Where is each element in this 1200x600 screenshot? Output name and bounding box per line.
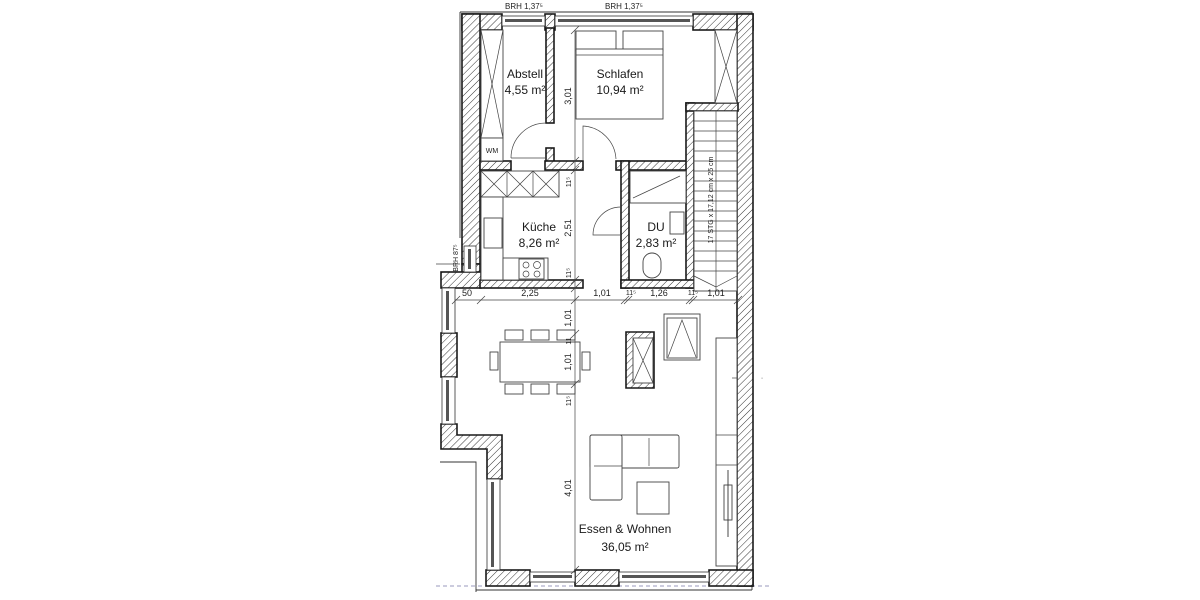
bathroom-fixtures bbox=[629, 170, 687, 279]
window-top-schlafen bbox=[554, 15, 694, 27]
dimension-lines: 50 2,25 1,01 11⁵ 1,26 11⁵ 1,01 3,01 11⁵ … bbox=[451, 25, 743, 575]
room-schlafen-name: Schlafen bbox=[597, 67, 644, 81]
wm-label: WM bbox=[486, 148, 499, 155]
dim-h-3: 11⁵ bbox=[626, 290, 636, 297]
dim-h-5: 11⁵ bbox=[688, 290, 698, 297]
room-abstell-area: 4,55 m² bbox=[505, 83, 546, 97]
furniture-wardrobes: WM bbox=[480, 29, 738, 162]
room-du-name: DU bbox=[647, 220, 664, 234]
dining-table bbox=[489, 329, 591, 395]
room-labels: Abstell 4,55 m² Schlafen 10,94 m² Küche … bbox=[505, 67, 677, 554]
doors bbox=[510, 122, 622, 236]
window-bottom-right bbox=[618, 571, 710, 583]
room-du-area: 2,83 m² bbox=[636, 236, 677, 250]
room-abstell-name: Abstell bbox=[507, 67, 543, 81]
dim-h-2: 1,01 bbox=[593, 288, 611, 298]
shower bbox=[629, 170, 687, 204]
sideboard bbox=[715, 337, 738, 567]
stairs-label: 17 STG x 17,12 cm x 25 cm bbox=[708, 156, 715, 243]
window-left-bottom bbox=[486, 478, 501, 571]
window-left-upper bbox=[441, 287, 456, 334]
window-bottom-left bbox=[529, 571, 576, 583]
window-left-lower bbox=[441, 376, 456, 425]
staircase: 17 STG x 17,12 cm x 25 cm bbox=[693, 110, 738, 292]
dim-v-2: 2,51 bbox=[563, 219, 573, 237]
room-wohnen-area: 36,05 m² bbox=[601, 540, 648, 554]
dim-v-4: 1,01 bbox=[563, 309, 573, 327]
window-top-abstell bbox=[501, 15, 546, 27]
sink bbox=[483, 217, 503, 249]
dim-v-5: 11 bbox=[566, 337, 573, 344]
dim-v-6: 1,01 bbox=[563, 353, 573, 371]
dim-h-1: 2,25 bbox=[521, 288, 539, 298]
washbasin bbox=[669, 211, 685, 235]
brh-side: BRH 87⁵ bbox=[453, 244, 460, 272]
room-schlafen-area: 10,94 m² bbox=[596, 83, 643, 97]
room-kueche-area: 8,26 m² bbox=[519, 236, 560, 250]
coffee-table bbox=[636, 481, 670, 515]
room-wohnen-name: Essen & Wohnen bbox=[579, 522, 672, 536]
svg-text:·: · bbox=[761, 375, 763, 382]
brh-left: BRH 1,37⁵ bbox=[505, 2, 543, 11]
dim-v-8: 4,01 bbox=[563, 479, 573, 497]
dim-h-6: 1,01 bbox=[707, 288, 725, 298]
room-kueche-name: Küche bbox=[522, 220, 556, 234]
windows bbox=[441, 15, 710, 583]
dim-v-1: 11⁵ bbox=[566, 177, 573, 187]
cooktop bbox=[518, 258, 545, 280]
dim-h-0: 50 bbox=[462, 288, 472, 298]
dim-v-7: 11⁵ bbox=[566, 396, 573, 406]
brh-labels: BRH 1,37⁵ BRH 1,37⁵ BRH 87⁵ · bbox=[436, 2, 763, 382]
brh-right: BRH 1,37⁵ bbox=[605, 2, 643, 11]
dim-v-3: 11⁵ bbox=[566, 268, 573, 278]
sofa bbox=[589, 434, 680, 515]
kitchen-furniture bbox=[480, 170, 560, 281]
bed bbox=[575, 30, 664, 120]
window-side-kitchen bbox=[463, 245, 477, 273]
interior-walls bbox=[479, 27, 739, 389]
dim-h-4: 1,26 bbox=[650, 288, 668, 298]
toilet bbox=[642, 252, 662, 279]
skylight bbox=[663, 313, 701, 361]
dim-v-0: 3,01 bbox=[563, 87, 573, 105]
